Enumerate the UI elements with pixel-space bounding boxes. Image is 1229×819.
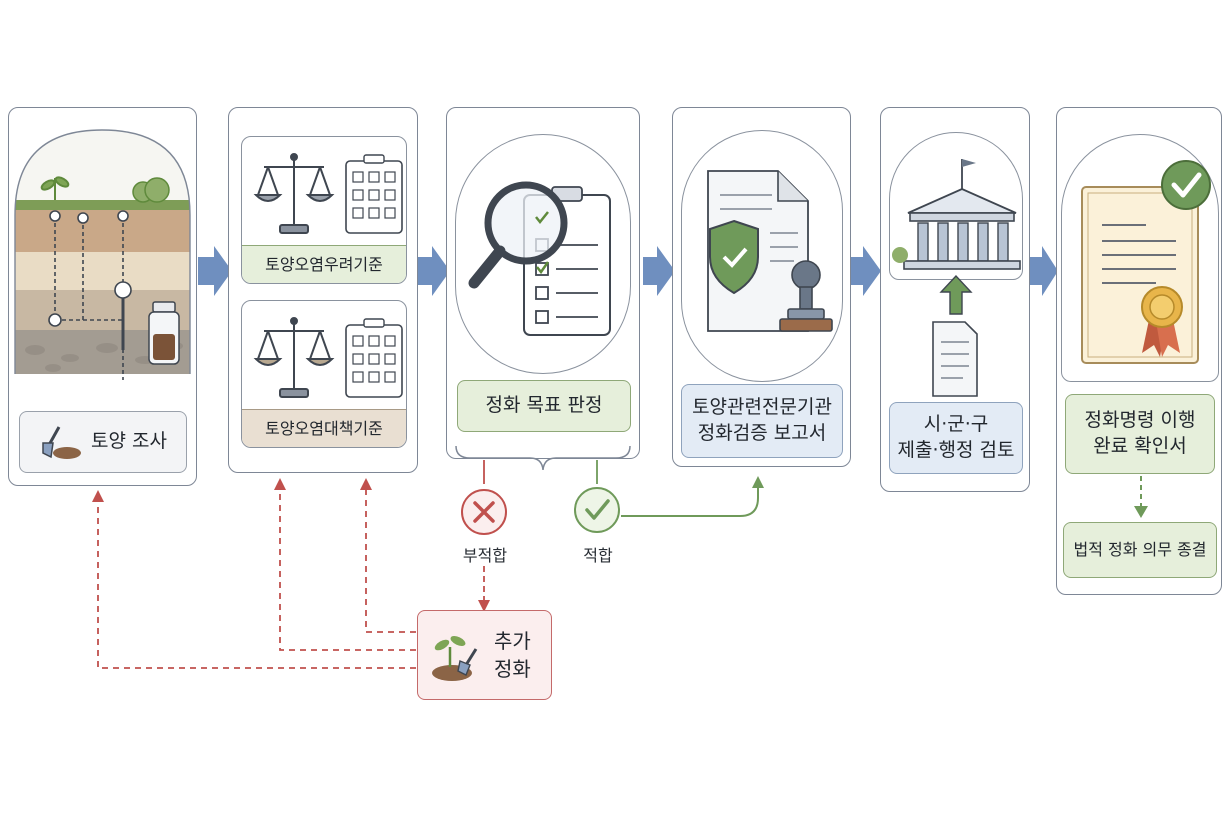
scale-checklist-illustration [253,153,403,234]
card-standards: 토양오염우려기준 토양오염대책기준 [228,107,418,473]
gov-building-frame [889,132,1023,280]
completion-line1: 정화명령 이행 [1084,409,1196,432]
flow-arrow-3 [643,246,675,296]
soil-layers-illustration [14,129,191,380]
sprout-shovel-icon [432,636,478,681]
certificate-illustration [1081,160,1211,364]
completion-label: 정화명령 이행 완료 확인서 [1065,394,1215,474]
scale-checklist-illustration-2 [253,317,403,398]
action-standard-label: 토양오염대책기준 [242,409,406,447]
completion-down-arrow [1134,476,1148,518]
report-illustration-frame [681,130,843,382]
government-building-icon [892,159,1021,270]
judgement-label: 정화 목표 판정 [457,380,631,432]
soil-survey-label: 토양 조사 [19,411,187,473]
upload-document-icon [932,274,978,397]
card-gov-review: 시·군·구 제출·행정 검토 [880,107,1030,492]
certificate-frame [1061,134,1219,382]
flow-arrow-2 [418,246,450,296]
card-expert-report: 토양관련전문기관 정화검증 보고서 [672,107,851,467]
extra-line1: 추가 [494,629,531,653]
extra-line2: 정화 [494,657,531,681]
expert-report-line1: 토양관련전문기관 [692,396,832,419]
magnifier-checklist-illustration [468,181,611,336]
pass-circle-icon [574,487,620,533]
gov-review-line1: 시·군·구 [923,413,989,436]
flow-arrow-4 [849,246,881,296]
extra-remediation-box: 추가 정화 [417,610,552,700]
gov-review-line2: 제출·행정 검토 [897,439,1015,461]
expert-report-label: 토양관련전문기관 정화검증 보고서 [681,384,843,458]
shield-document-stamp-illustration [707,170,833,332]
action-standard-panel: 토양오염대책기준 [241,300,407,448]
fail-label: 부적합 [462,546,508,565]
flow-arrow-1 [198,246,232,296]
shovel-soil-icon [42,426,82,459]
flow-arrow-5 [1030,246,1058,296]
completion-line2: 완료 확인서 [1093,435,1187,457]
concern-standard-label: 토양오염우려기준 [242,245,406,283]
card-soil-survey: 토양 조사 [8,107,197,486]
expert-report-line2: 정화검증 보고서 [697,422,827,444]
extra-remediation-text: 추가 정화 [494,627,531,683]
judgement-illustration-frame [455,134,631,374]
gov-review-label: 시·군·구 제출·행정 검토 [889,402,1023,474]
card-completion: 정화명령 이행 완료 확인서 법적 정화 의무 종결 [1056,107,1222,595]
card-judgement: 정화 목표 판정 [446,107,640,459]
legal-end-label: 법적 정화 의무 종결 [1063,522,1217,578]
pass-label: 적합 [583,546,613,565]
concern-standard-panel: 토양오염우려기준 [241,136,407,284]
soil-survey-text: 토양 조사 [91,430,167,453]
